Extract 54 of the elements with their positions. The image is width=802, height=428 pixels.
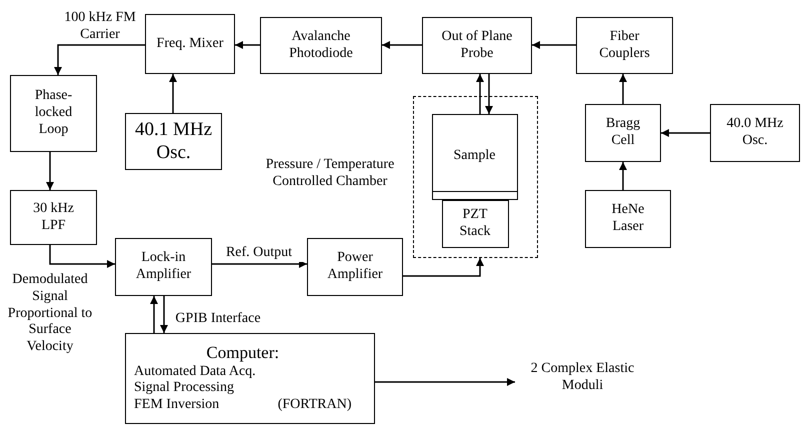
- box-label: HeNe Laser: [610, 202, 646, 236]
- arrow: [532, 41, 576, 49]
- filter-box: [10, 190, 97, 245]
- arrow: [382, 41, 422, 49]
- arrow: [619, 74, 627, 104]
- arrow: [54, 44, 145, 75]
- arrow: [169, 74, 177, 113]
- oscillator-box: [710, 104, 800, 162]
- box-label: 40.0 MHz Osc.: [726, 116, 784, 150]
- box-label: 40.1 MHz Osc.: [134, 118, 214, 164]
- box-label: 30 kHz LPF: [32, 200, 75, 234]
- stack-box: [442, 200, 508, 248]
- coupler-box: [576, 17, 673, 74]
- box-label: Power Amplifier: [326, 250, 384, 284]
- laser-box: [585, 190, 671, 248]
- probe-box: [422, 17, 532, 74]
- edge-label: Demodulated Signal Proportional to Surface Velocity: [6, 272, 94, 356]
- arrow: [661, 129, 710, 137]
- computer-heading: Computer:: [205, 343, 280, 364]
- arrow: [212, 260, 307, 268]
- box-label: Lock-in Amplifier: [134, 250, 192, 284]
- task-text: FEM Inversion: [134, 397, 220, 414]
- task-text: (FORTRAN): [278, 397, 352, 414]
- arrow: [160, 296, 168, 333]
- amplifier-box: [307, 238, 403, 296]
- arrow: [235, 41, 260, 49]
- arrow: [619, 162, 627, 190]
- box-label: PZT Stack: [458, 206, 492, 240]
- arrow: [485, 74, 493, 114]
- box-label: Phase-locked Loop: [34, 88, 74, 139]
- box-label: Freq. Mixer: [156, 36, 224, 52]
- task-text: Automated Data Acq.: [134, 364, 256, 380]
- arrow: [375, 378, 515, 386]
- amplifier-box: [115, 238, 212, 296]
- sample-box: [432, 114, 518, 200]
- arrow: [150, 296, 158, 333]
- box-label: 2 Complex Elastic Moduli: [530, 361, 636, 395]
- task-text: Signal Processing: [134, 380, 235, 398]
- mixer-box: [145, 14, 235, 74]
- arrow: [49, 245, 115, 268]
- computer-box: [125, 333, 375, 424]
- box-label: Fiber Couplers: [598, 28, 651, 62]
- arrow: [476, 74, 484, 114]
- photodiode-box: [260, 17, 382, 74]
- cell-box: [585, 104, 661, 162]
- loop-box: [10, 75, 97, 152]
- chamber-heading: Pressure / Temperature Controlled Chamber: [264, 157, 396, 191]
- arrow: [403, 258, 484, 277]
- box-label: Bragg Cell: [604, 116, 642, 150]
- arrow: [46, 152, 54, 190]
- box-label: Avalanche Photodiode: [288, 28, 354, 62]
- oscillator-box: [125, 113, 222, 170]
- box-label: Out of Plane Probe: [440, 28, 514, 62]
- box-label: Sample: [454, 148, 496, 165]
